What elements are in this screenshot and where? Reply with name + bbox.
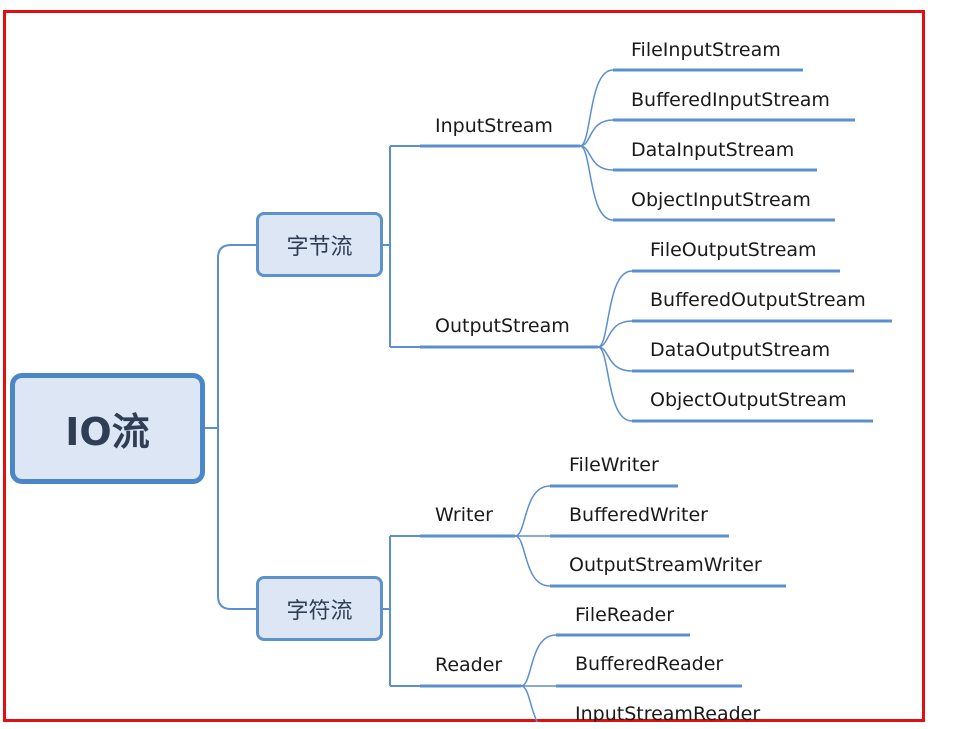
connector-inputstream-leaf-1 [579, 119, 614, 147]
connector-outputstream-leaf-0 [597, 270, 633, 348]
category-char-stream: 字符流 [256, 576, 383, 641]
screenshot-frame [3, 10, 925, 722]
leaf-outputstreamwriter: OutputStreamWriter [569, 554, 762, 576]
category-label: 字符流 [286, 598, 353, 624]
category-byte-stream: 字节流 [256, 212, 383, 277]
leaf-dataoutputstream: DataOutputStream [650, 339, 831, 361]
connector-root-to-char [217, 595, 256, 610]
connector-outputstream-leaf-3 [597, 346, 633, 422]
bottom-crop-edge [0, 722, 961, 729]
connector-reader-leaf-2 [520, 685, 543, 729]
leaf-datainputstream: DataInputStream [631, 139, 795, 161]
connector-root [205, 258, 219, 596]
leaf-fileoutputstream: FileOutputStream [650, 239, 817, 261]
root-label: IO流 [65, 410, 150, 454]
leaf-bufferedinputstream: BufferedInputStream [631, 89, 830, 111]
connector-outputstream-leaf-1 [597, 320, 633, 348]
leaf-objectoutputstream: ObjectOutputStream [650, 389, 847, 411]
leaf-bufferedoutputstream: BufferedOutputStream [650, 289, 866, 311]
connector-writer-leaf-2 [514, 535, 551, 587]
connector-root-to-byte [217, 244, 256, 259]
connector-inputstream-leaf-2 [579, 145, 614, 171]
stream-label-outputstream: OutputStream [435, 315, 570, 337]
leaf-filewriter: FileWriter [569, 454, 659, 476]
stream-label-inputstream: InputStream [435, 115, 553, 137]
stream-label-reader: Reader [435, 654, 503, 676]
leaf-bufferedreader: BufferedReader [575, 653, 724, 675]
connector-inputstream-leaf-3 [579, 145, 614, 221]
connector-writer-leaf-0 [514, 485, 551, 537]
leaf-objectinputstream: ObjectInputStream [631, 189, 811, 211]
category-label: 字节流 [286, 234, 353, 260]
leaf-bufferedwriter: BufferedWriter [569, 504, 708, 526]
root-node: IO流 [10, 373, 205, 484]
connector-outputstream-leaf-2 [597, 346, 633, 372]
connector-inputstream-leaf-0 [579, 69, 614, 147]
stream-label-writer: Writer [435, 504, 493, 526]
connector-reader-leaf-0 [520, 634, 557, 687]
leaf-inputstreamreader: InputStreamReader [575, 703, 761, 725]
leaf-fileinputstream: FileInputStream [631, 39, 781, 61]
leaf-filereader: FileReader [575, 604, 675, 626]
